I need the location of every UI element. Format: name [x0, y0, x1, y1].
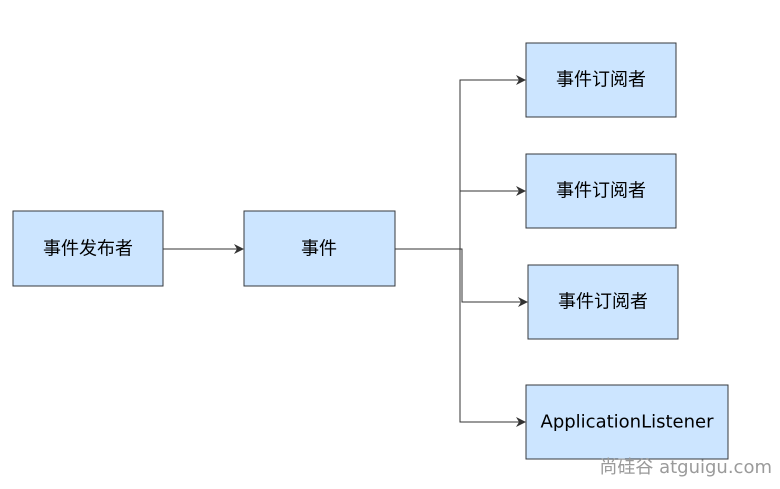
node-application-listener: ApplicationListener: [525, 384, 729, 460]
node-subscriber-3: 事件订阅者: [527, 264, 679, 340]
node-subscriber-2-label: 事件订阅者: [556, 181, 646, 202]
node-subscriber-1: 事件订阅者: [525, 42, 677, 118]
edge-event-to-listener: [395, 248, 526, 427]
node-subscriber-1-label: 事件订阅者: [556, 70, 646, 91]
node-application-listener-label: ApplicationListener: [541, 412, 715, 433]
node-publisher: 事件发布者: [12, 210, 164, 287]
node-subscriber-2: 事件订阅者: [525, 153, 677, 229]
node-subscriber-3-label: 事件订阅者: [558, 292, 648, 313]
node-event-label: 事件: [301, 239, 337, 260]
node-event: 事件: [243, 210, 396, 287]
edge-event-to-subscriber-2: [395, 186, 526, 250]
watermark-text: 尚硅谷 atguigu.com: [599, 457, 772, 478]
edge-event-to-subscriber-3: [395, 248, 528, 307]
node-publisher-label: 事件发布者: [43, 239, 133, 260]
edges: [163, 75, 528, 427]
